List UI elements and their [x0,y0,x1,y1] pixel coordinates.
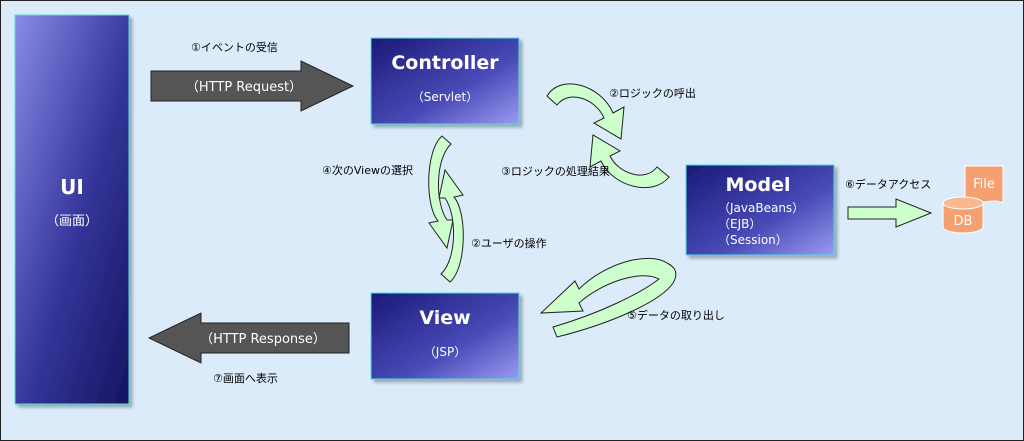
view-box: View （JSP） [370,292,520,380]
model-box: Model （JavaBeans） （EJB） （Session） [685,164,835,256]
db-cylinder-icon: DB [942,196,984,234]
controller-view-arrows [428,135,464,283]
data-fetch-arrow [539,257,677,338]
next-view-label: ④次のViewの選択 [322,163,413,177]
db-label: DB [954,214,973,229]
request-arrow-label: （HTTP Request） [186,80,302,95]
request-arrow: （HTTP Request） [150,60,355,112]
controller-subtitle: （Servlet） [412,90,478,104]
view-subtitle: （JSP） [424,345,466,359]
controller-box: Controller （Servlet） [370,37,520,125]
response-arrow-label: （HTTP Response） [200,332,326,347]
call-logic-label: ②ロジックの呼出 [609,86,696,100]
model-line-3: （Session） [718,233,788,247]
controller-model-arrows [546,83,670,188]
request-caption: ①イベントの受信 [191,41,278,54]
file-label: File [973,177,995,192]
data-fetch-label: ⑤データの取り出し [627,308,725,322]
logic-result-label: ③ロジックの処理結果 [501,164,610,178]
ui-box-subtitle: （画面） [46,214,98,229]
controller-title: Controller [391,52,499,74]
data-access-label: ⑥データアクセス [845,177,931,191]
model-line-1: （JavaBeans） [718,201,804,215]
ui-box: UI （画面） [14,14,130,405]
user-operation-label: ②ユーザの操作 [471,236,547,250]
ui-box-title: UI [60,175,84,199]
view-title: View [419,307,470,329]
data-access-arrow [847,198,933,228]
response-arrow: （HTTP Response） [147,312,350,364]
model-title: Model [726,174,791,196]
model-line-2: （EJB） [718,217,761,231]
response-caption: ⑦画面へ表示 [213,371,278,385]
file-icon: File [964,165,1004,204]
